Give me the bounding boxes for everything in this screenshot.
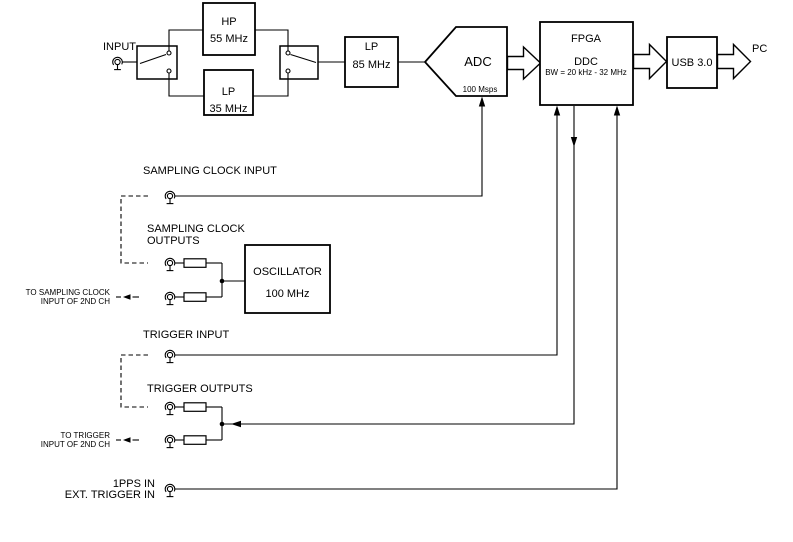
lp85-filter-label: LP [365, 41, 378, 53]
oscillator-label: OSCILLATOR [253, 266, 322, 278]
hp-filter-freq: 55 MHz [210, 33, 248, 45]
input-switch-1 [136, 45, 178, 80]
to-trigger-2nd-ch-label-2: INPUT OF 2ND CH [41, 440, 110, 449]
ext-trigger-in-label: EXT. TRIGGER IN [65, 489, 155, 501]
pps-in-label: 1PPS IN [113, 478, 155, 490]
sampling-clock-outputs-label-1: SAMPLING CLOCK [147, 223, 245, 235]
usb-block: USB 3.0 [666, 36, 718, 89]
hp-filter-block: HP 55 MHz [202, 2, 256, 56]
adc-block: ADC 100 Msps [423, 26, 508, 97]
sampling-clock-outputs-label-2: OUTPUTS [147, 235, 200, 247]
usb-to-pc-arrow [716, 42, 752, 81]
to-2nd-ch-trigger-arrow [116, 437, 139, 443]
adc-to-fpga-arrow [506, 45, 542, 81]
fpga-label: FPGA [571, 33, 602, 45]
trigger-output-2 [164, 434, 222, 449]
usb-label: USB 3.0 [672, 57, 713, 69]
pps-ext-trigger-wire [174, 105, 621, 490]
sampling-clock-input-label: SAMPLING CLOCK INPUT [143, 165, 277, 177]
fpga-block: FPGA DDC BW = 20 kHz - 32 MHz [539, 21, 634, 106]
oscillator-wires [219, 263, 245, 297]
sampling-clock-loopback-dashed [120, 195, 148, 264]
to-sampling-clock-2nd-ch-label-1: TO SAMPLING CLOCK [26, 288, 111, 297]
lp35-filter-block: LP 35 MHz [203, 69, 254, 116]
oscillator-freq: 100 MHz [265, 288, 309, 300]
trigger-loopback-dashed [120, 354, 148, 408]
oscillator-block: OSCILLATOR 100 MHz [244, 244, 331, 314]
sampling-clock-input-wire [174, 96, 486, 197]
adc-rate-label: 100 Msps [463, 85, 498, 94]
trigger-output-wires [219, 106, 578, 440]
input-switch-2 [279, 45, 319, 80]
to-trigger-2nd-ch-label-1: TO TRIGGER [61, 431, 111, 440]
lp35-filter-label: LP [222, 86, 235, 98]
lp85-filter-freq: 85 MHz [353, 59, 391, 71]
trigger-input-label: TRIGGER INPUT [143, 329, 229, 341]
trigger-input-wire [174, 105, 561, 356]
sampling-clock-output-2 [164, 291, 222, 306]
fpga-to-usb-arrow [632, 42, 668, 81]
to-2nd-ch-clock-arrow [116, 294, 139, 300]
input-label: INPUT [103, 41, 136, 53]
sampling-clock-output-1 [164, 257, 222, 272]
lp35-filter-freq: 35 MHz [210, 103, 248, 115]
fpga-bw-label: BW = 20 kHz - 32 MHz [545, 68, 627, 77]
trigger-outputs-label: TRIGGER OUTPUTS [147, 383, 253, 395]
pc-label: PC [752, 43, 767, 55]
to-sampling-clock-2nd-ch-label-2: INPUT OF 2ND CH [41, 297, 110, 306]
lp85-filter-block: LP 85 MHz [344, 36, 399, 88]
adc-label: ADC [464, 54, 491, 69]
fpga-ddc-label: DDC [574, 56, 598, 68]
trigger-output-1 [164, 401, 222, 416]
hp-filter-label: HP [221, 16, 236, 28]
